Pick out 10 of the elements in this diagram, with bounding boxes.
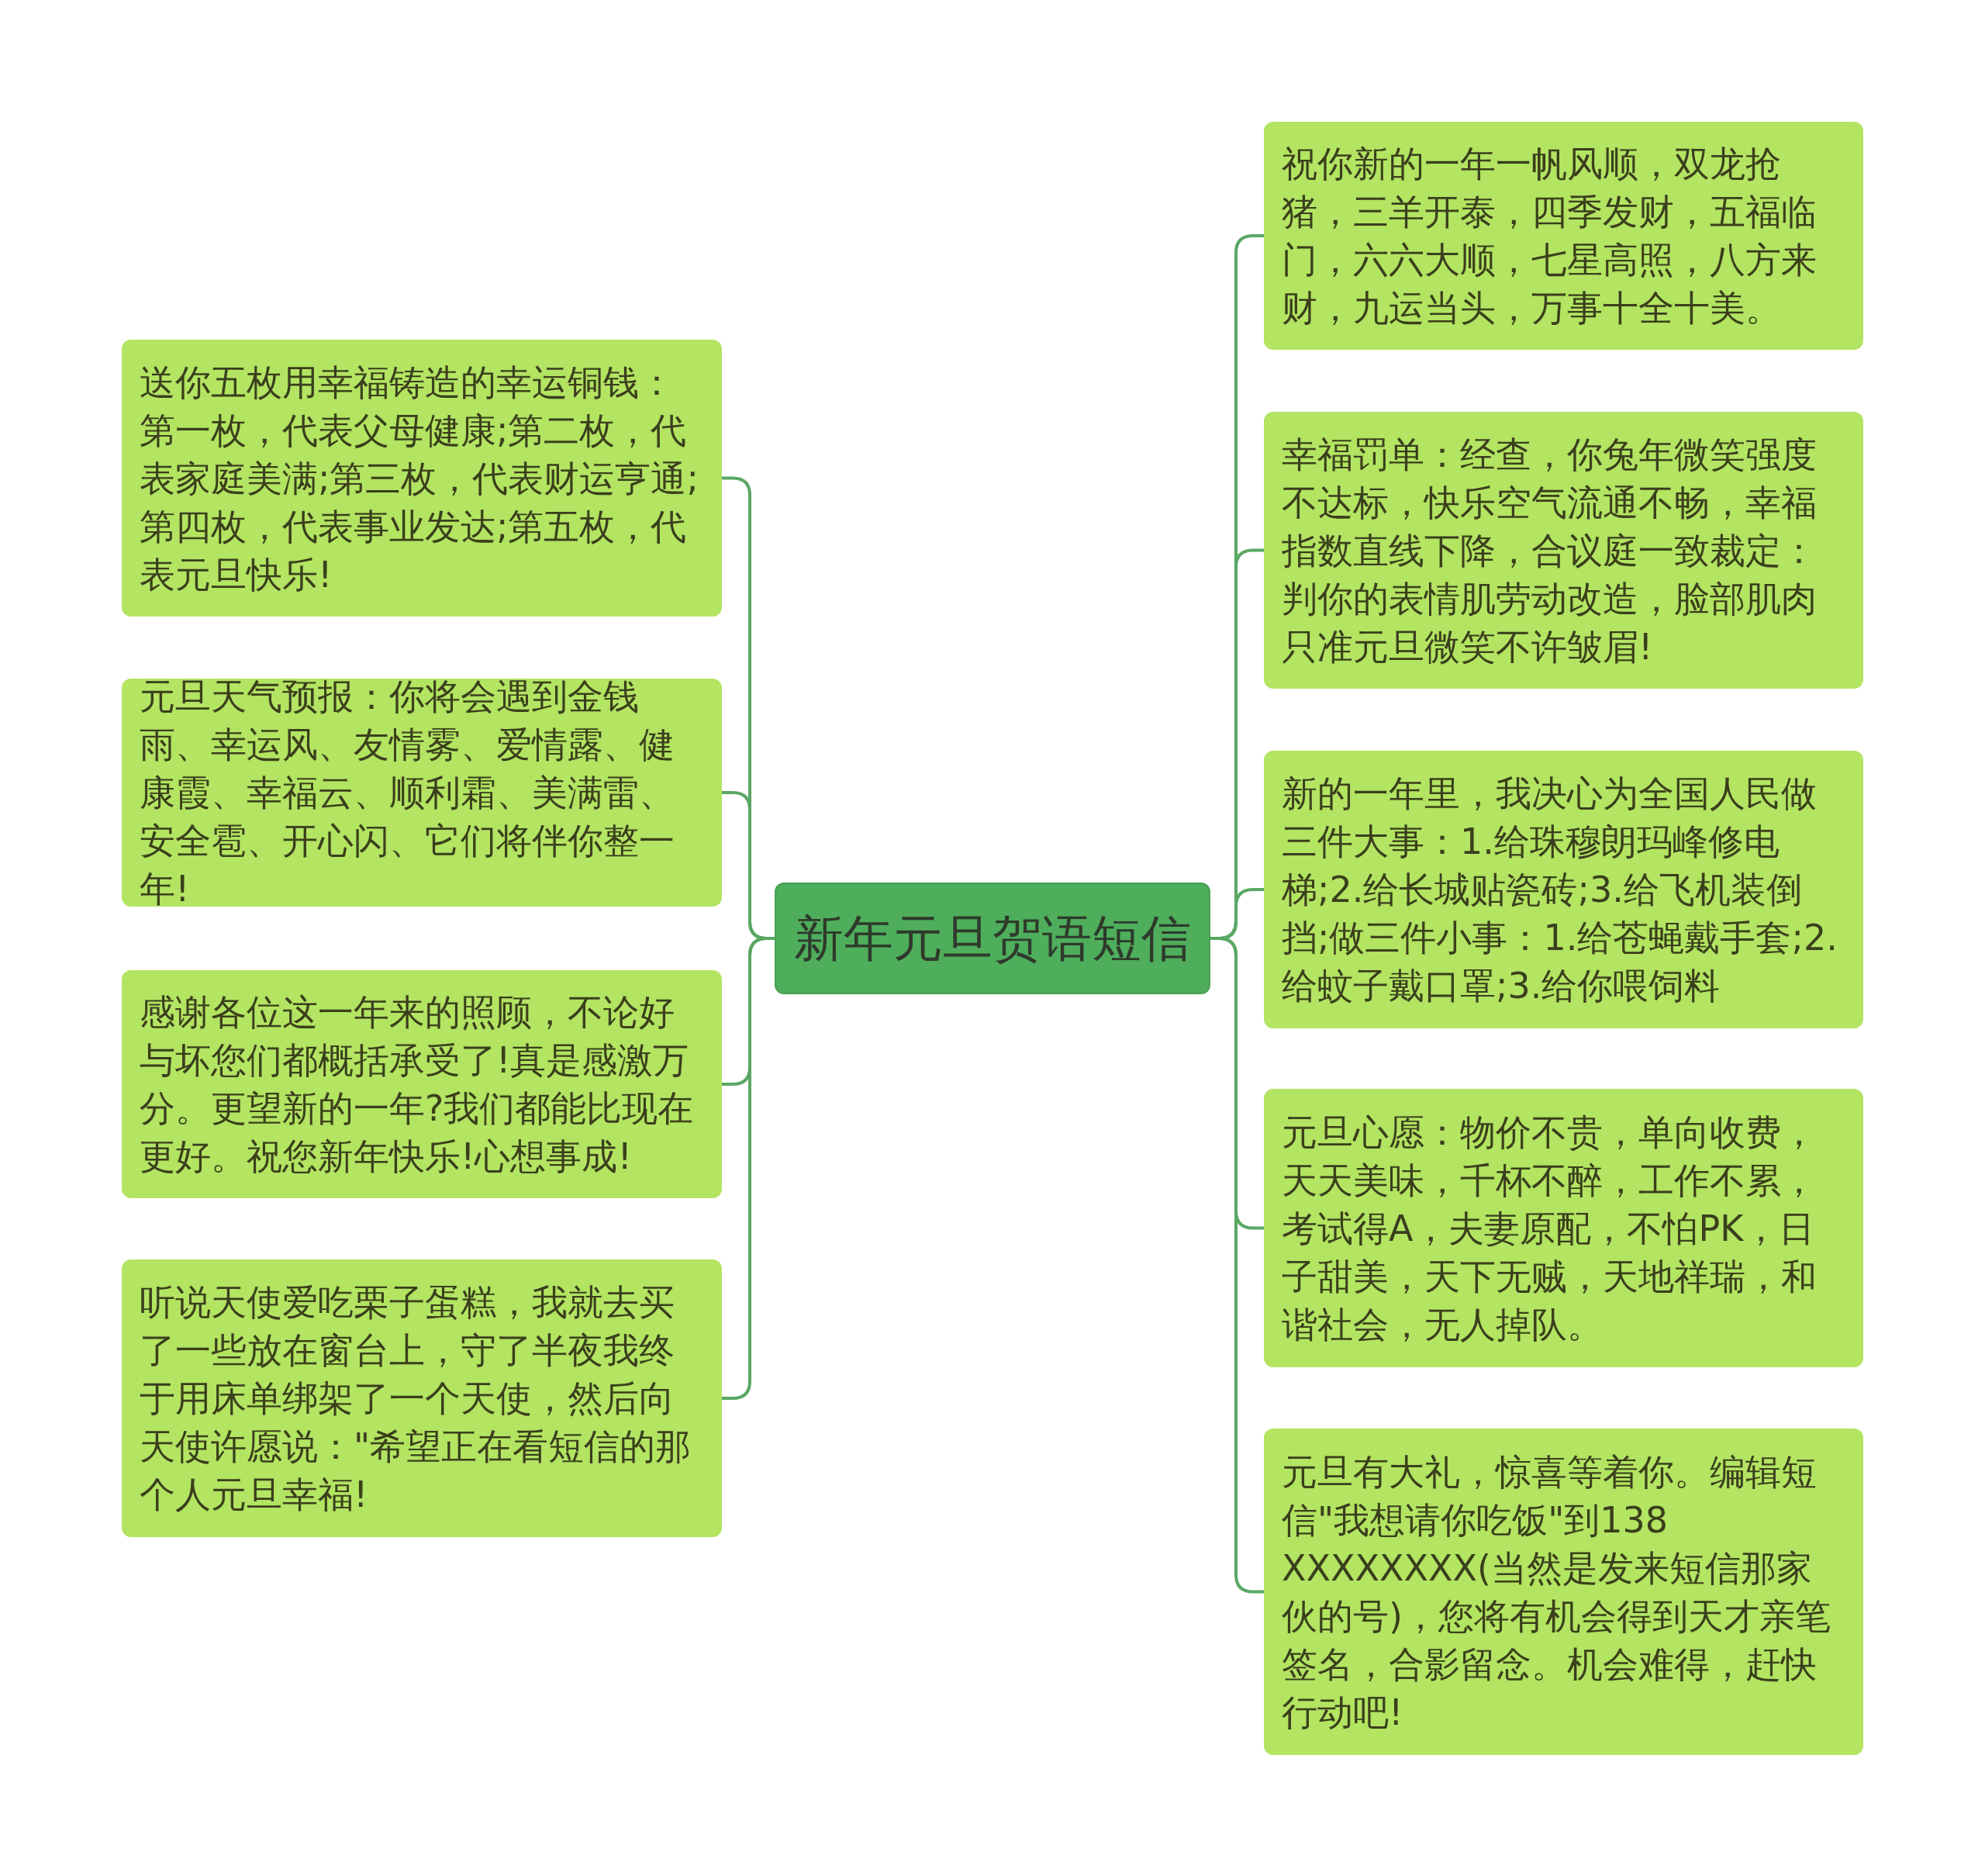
- message-box: 听说天使爱吃栗子蛋糕，我就去买了一些放在窗台上，守了半夜我终于用床单绑架了一个天使，然后向天使许愿说："希望正在看短信的那个人元旦幸福!: [122, 1259, 722, 1537]
- message-box: 送你五枚用幸福铸造的幸运铜钱：第一枚，代表父母健康;第二枚，代表家庭美满;第三枚，代表财运亨通;第四枚，代表事业发达;第五枚，代表元旦快乐!: [122, 340, 722, 617]
- message-box: 新的一年里，我决心为全国人民做三件大事：1.给珠穆朗玛峰修电梯;2.给长城贴瓷砖;3.给飞机装倒挡;做三件小事：1.给苍蝇戴手套;2.给蚊子戴口罩;3.给你喂饲料: [1264, 751, 1863, 1028]
- message-box: 幸福罚单：经查，你兔年微笑强度不达标，快乐空气流通不畅，幸福指数直线下降，合议庭一致裁定：判你的表情肌劳动改造，脸部肌肉只准元旦微笑不许皱眉!: [1264, 412, 1863, 689]
- topic-box: 新年元旦贺语短信: [775, 883, 1210, 994]
- message-box: 元旦天气预报：你将会遇到金钱雨、幸运风、友情雾、爱情露、健康霞、幸福云、顺利霜、美满雷、安全雹、开心闪、它们将伴你整一年!: [122, 679, 722, 907]
- message-box: 元旦有大礼，惊喜等着你。编辑短信"我想请你吃饭"到138 XXXXXXXX(当然是发来短信那家伙的号)，您将有机会得到天才亲笔签名，合影留念。机会难得，赶快行动吧!: [1264, 1429, 1863, 1755]
- message-box: 元旦心愿：物价不贵，单向收费，天天美味，千杯不醉，工作不累，考试得A，夫妻原配，不怕PK，日子甜美，天下无贼，天地祥瑞，和谐社会，无人掉队。: [1264, 1089, 1863, 1367]
- message-box: 祝你新的一年一帆风顺，双龙抢猪，三羊开泰，四季发财，五福临门，六六大顺，七星高照，八方来财，九运当头，万事十全十美。: [1264, 122, 1863, 350]
- message-box: 感谢各位这一年来的照顾，不论好与坏您们都概括承受了!真是感激万分。更望新的一年?我们都能比现在更好。祝您新年快乐!心想事成!: [122, 970, 722, 1198]
